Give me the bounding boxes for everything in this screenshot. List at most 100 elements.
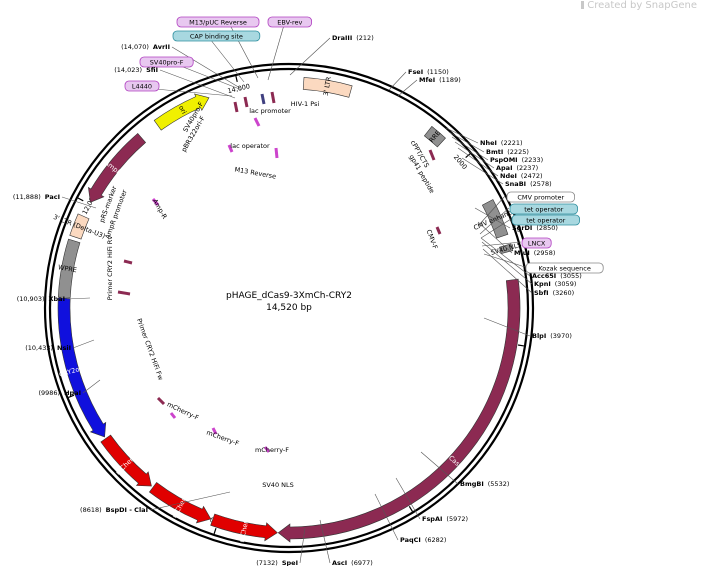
restriction-site-label: SgrDI(2850) (512, 224, 558, 232)
inner-feature-label: Primer CRY2 HiFi Rv (106, 236, 114, 301)
site-position: (8618) (80, 506, 102, 514)
feature-label: 3' LTR (322, 76, 333, 97)
primer-marker (263, 446, 271, 453)
restriction-site-label: BmgBI(5532) (460, 480, 509, 488)
site-leader-line (397, 79, 418, 97)
restriction-site-label: (9986)HpaI (38, 389, 81, 397)
feature-label: ori (177, 104, 188, 115)
site-name: DraIII (332, 34, 352, 42)
tick-label: 2000 (452, 153, 469, 171)
tag-badge (511, 214, 580, 226)
tag-label: tet operator (526, 216, 565, 224)
restriction-site-label: (10,433) NsiI (25, 344, 71, 352)
site-position: (2472) (521, 172, 543, 180)
restriction-site-label: AscI(6977) (332, 559, 373, 566)
site-position: (2221) (501, 139, 523, 147)
inner-feature-label: HIV-1 Psi (291, 100, 320, 108)
site-position: (5532) (488, 480, 510, 488)
tag-badge (521, 237, 552, 249)
site-name: SgrDI (512, 224, 532, 232)
site-leader-line (474, 207, 511, 229)
restriction-site-label: (11,888) PacI (13, 193, 60, 201)
feature-peach-box (69, 213, 90, 240)
primer-marker (243, 96, 249, 108)
feature-red-arrow (148, 482, 212, 524)
site-name: FspAI (422, 515, 442, 523)
restriction-site-label: MluI(2958) (514, 249, 555, 257)
restriction-site-label: (14,023)SfiI (114, 66, 158, 74)
site-leader-line (483, 317, 531, 337)
tick-mark (517, 344, 525, 347)
site-position: (3055) (560, 272, 582, 280)
site-position: (14,070) (121, 43, 149, 51)
site-name: PaqCI (400, 536, 421, 544)
restriction-site-label: BmtI(2225) (486, 148, 529, 156)
site-leader-line (61, 196, 97, 209)
site-name: MfeI (419, 76, 435, 84)
tag-leader-line (477, 195, 506, 227)
tag-label: CAP binding site (190, 32, 243, 40)
site-position: (2233) (522, 156, 544, 164)
plasmid-name: pHAGE_dCas9-3XmCh-CRY2 (226, 291, 352, 301)
site-position: (11,888) (13, 193, 41, 201)
site-position: (2578) (530, 180, 552, 188)
tag-leader-line (481, 241, 522, 247)
site-position: (1150) (427, 68, 449, 76)
tick-mark (68, 394, 75, 398)
restriction-site-label: PaqCI (6282) (400, 536, 446, 544)
site-name: NsiI (57, 344, 71, 352)
small-markers (117, 91, 442, 453)
inner-feature-label: lac operator (230, 142, 270, 150)
site-name: KpnI (534, 280, 551, 288)
feature-label: WPRE (57, 263, 77, 274)
site-leader-line (66, 297, 91, 300)
snapgene-logo-icon (581, 1, 585, 9)
site-leader-line (374, 493, 399, 541)
restriction-site-label: Acc65I(3055) (532, 272, 582, 280)
tick-mark (465, 153, 471, 159)
site-leader-line (445, 127, 479, 144)
site-name: SpeI (282, 559, 298, 566)
tag-label: Kozak sequence (538, 264, 590, 272)
site-leader-line (82, 379, 101, 394)
restriction-site-label: FspAI(5972) (422, 515, 468, 523)
primer-marker (274, 147, 279, 159)
site-position: (6282) (425, 536, 447, 544)
site-leader-line (448, 131, 485, 153)
site-name: AvrII (153, 43, 170, 51)
backbone-inner-circle (48, 67, 530, 549)
site-leader-line (395, 477, 421, 520)
tick-mark (213, 528, 217, 535)
primer-marker (151, 198, 160, 206)
restriction-site-label: (14,070) AvrII (121, 43, 170, 51)
site-leader-line (454, 141, 495, 169)
feature-yellow-arrow (153, 93, 210, 131)
site-position: (10,433) (25, 344, 53, 352)
feature-blue-arrow (57, 297, 107, 438)
feature-red-arrow (100, 434, 152, 487)
feature-maroon-arrow (88, 132, 147, 203)
site-leader-line (482, 248, 533, 294)
tag-badge (172, 30, 261, 42)
tag-badge (267, 16, 312, 28)
feature-maroon-arrow (277, 278, 521, 543)
tag-badge (506, 191, 575, 203)
site-name: PacI (45, 193, 60, 201)
inner-feature-label: Amp-R (151, 198, 169, 221)
feature-gray-box (57, 238, 81, 298)
restriction-site-label: DraIII(212) (332, 34, 374, 42)
site-name: SnaBI (505, 180, 526, 188)
site-name: PspOMI (490, 156, 518, 164)
feature-peach-box (302, 77, 353, 98)
primer-marker (260, 93, 266, 105)
site-position: (2237) (517, 164, 539, 172)
leader-lines (61, 24, 533, 564)
primer-marker (253, 117, 261, 127)
inner-feature-label: M13 Reverse (234, 165, 277, 180)
site-name: AscI (332, 559, 347, 566)
site-position: (14,023) (114, 66, 142, 74)
site-position: (7132) (256, 559, 278, 566)
site-leader-line (481, 241, 533, 285)
